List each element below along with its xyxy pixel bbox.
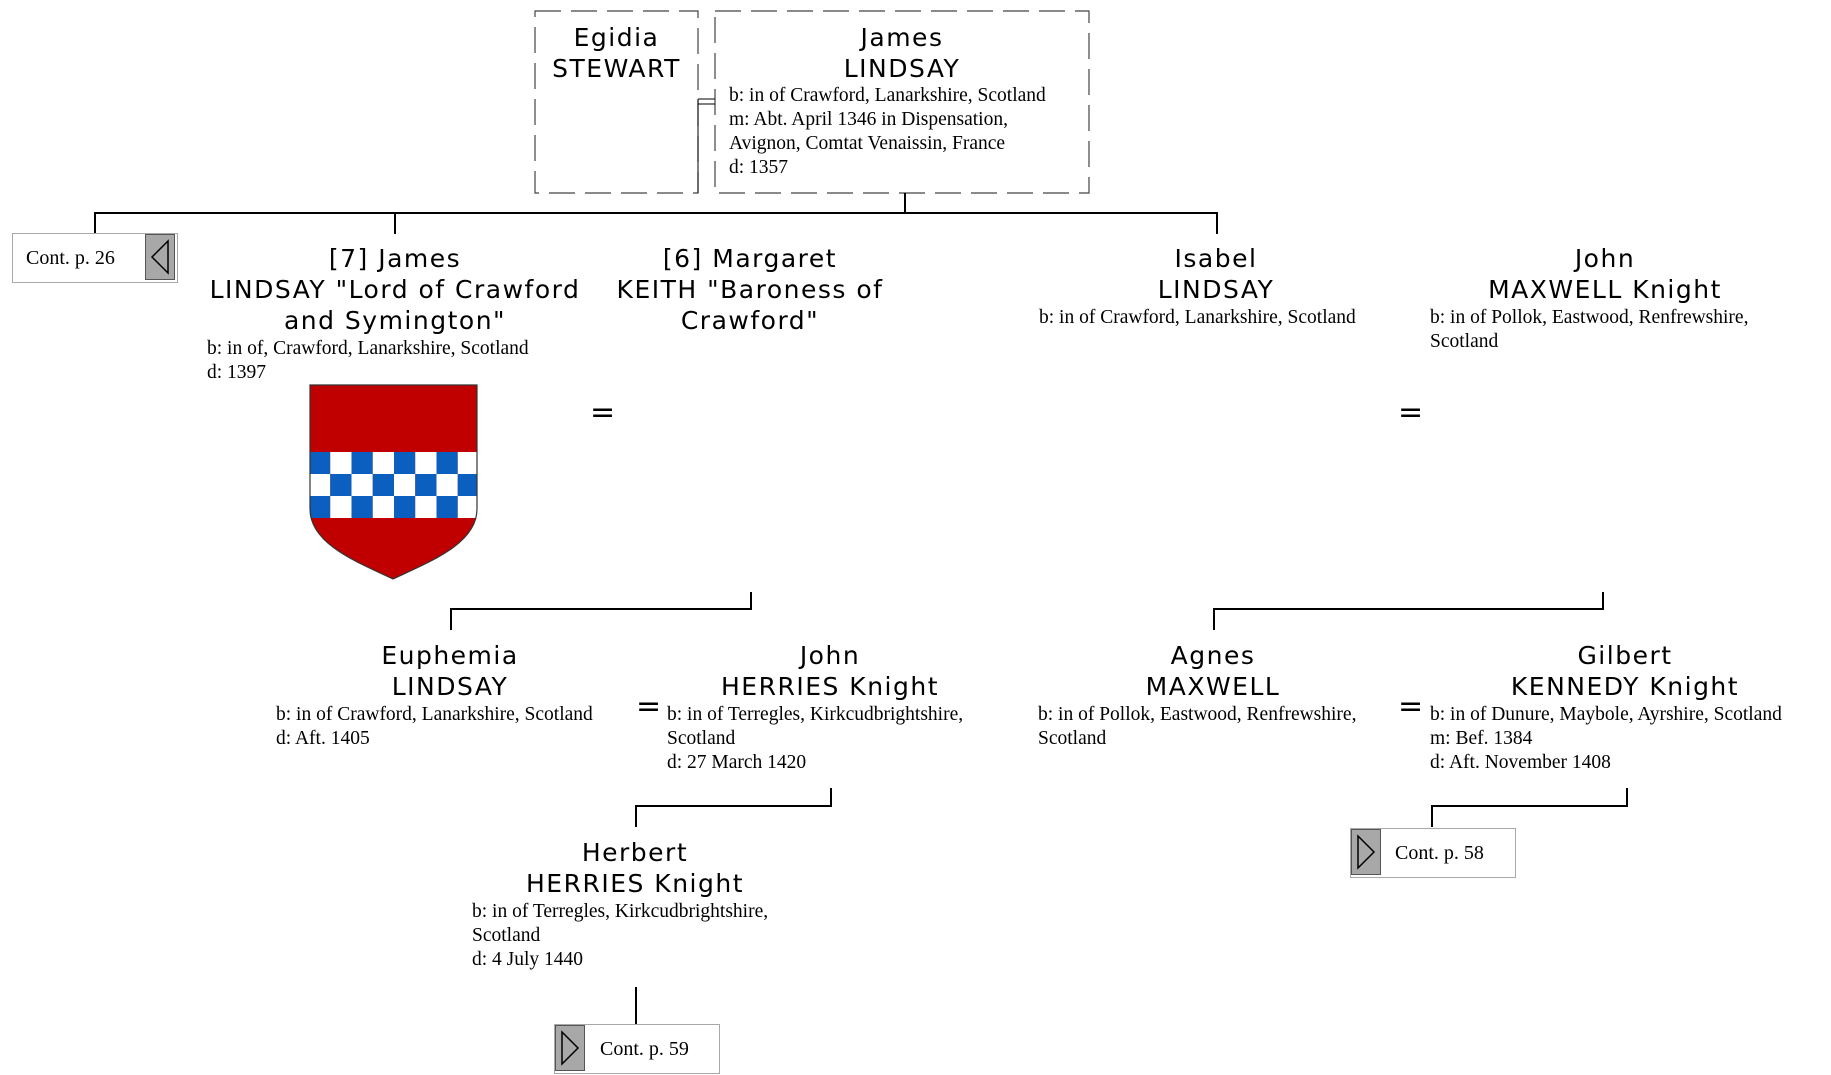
john-herries-name: John HERRIES Knight xyxy=(720,641,940,701)
gilbert-kennedy-name: Gilbert KENNEDY Knight xyxy=(1510,641,1740,701)
arrow-left-icon xyxy=(145,234,175,280)
continue-page-59-button[interactable]: Cont. p. 59 xyxy=(554,1024,720,1074)
continue-page-26-button[interactable]: Cont. p. 26 xyxy=(12,233,178,283)
james-lindsay-name: [7] James LINDSAY "Lord of Crawford and … xyxy=(209,244,581,335)
john-maxwell-details: b: in of Pollok, Eastwood, Renfrewshire,… xyxy=(1430,307,1749,352)
children-bar xyxy=(94,212,1218,214)
wife-name: Egidia STEWART xyxy=(552,23,681,83)
continue-label: Cont. p. 26 xyxy=(26,247,115,269)
arrow-right-icon xyxy=(555,1025,585,1071)
herbert-herries-details: b: in of Terregles, Kirkcudbrightshire, … xyxy=(472,901,769,970)
john-maxwell-name: John MAXWELL Knight xyxy=(1488,244,1722,304)
husband-details: b: in of Crawford, Lanarkshire, Scotland… xyxy=(729,85,1046,178)
arrow-right-icon xyxy=(1351,829,1381,875)
agnes-maxwell-details: b: in of Pollok, Eastwood, Renfrewshire,… xyxy=(1038,704,1357,749)
lindsay-coat-of-arms-icon xyxy=(309,384,478,580)
continue-page-58-button[interactable]: Cont. p. 58 xyxy=(1350,828,1516,878)
herbert-descent-line xyxy=(635,987,637,1025)
gilbert-kennedy-details: b: in of Dunure, Maybole, Ayrshire, Scot… xyxy=(1430,704,1782,773)
euphemia-lindsay-details: b: in of Crawford, Lanarkshire, Scotland… xyxy=(276,704,593,749)
margaret-keith-name: [6] Margaret KEITH "Baroness of Crawford… xyxy=(616,244,884,335)
agnes-gilbert-descent xyxy=(1626,788,1628,807)
herbert-herries-name: Herbert HERRIES Knight xyxy=(525,838,745,898)
james-margaret-descent xyxy=(750,592,752,610)
euphemia-john-descent xyxy=(830,788,832,807)
continue-label: Cont. p. 58 xyxy=(1395,842,1484,864)
continue-label: Cont. p. 59 xyxy=(600,1038,689,1060)
husband-box xyxy=(714,10,1090,194)
euphemia-lindsay-name: Euphemia LINDSAY xyxy=(381,641,519,701)
isabel-john-descent xyxy=(1602,592,1604,610)
isabel-lindsay-name: Isabel LINDSAY xyxy=(1157,244,1275,304)
james-lindsay-details: b: in of, Crawford, Lanarkshire, Scotlan… xyxy=(207,338,529,383)
marriage-symbol: = xyxy=(1398,689,1424,724)
marriage-symbol: = xyxy=(1398,395,1424,430)
parents-descent-line xyxy=(904,193,906,213)
marriage-symbol: = xyxy=(636,689,662,724)
husband-name: James LINDSAY xyxy=(843,23,961,83)
isabel-lindsay-details: b: in of Crawford, Lanarkshire, Scotland xyxy=(1039,307,1356,328)
agnes-maxwell-name: Agnes MAXWELL xyxy=(1145,641,1281,701)
marriage-symbol: = xyxy=(590,395,616,430)
john-herries-details: b: in of Terregles, Kirkcudbrightshire, … xyxy=(667,704,964,773)
